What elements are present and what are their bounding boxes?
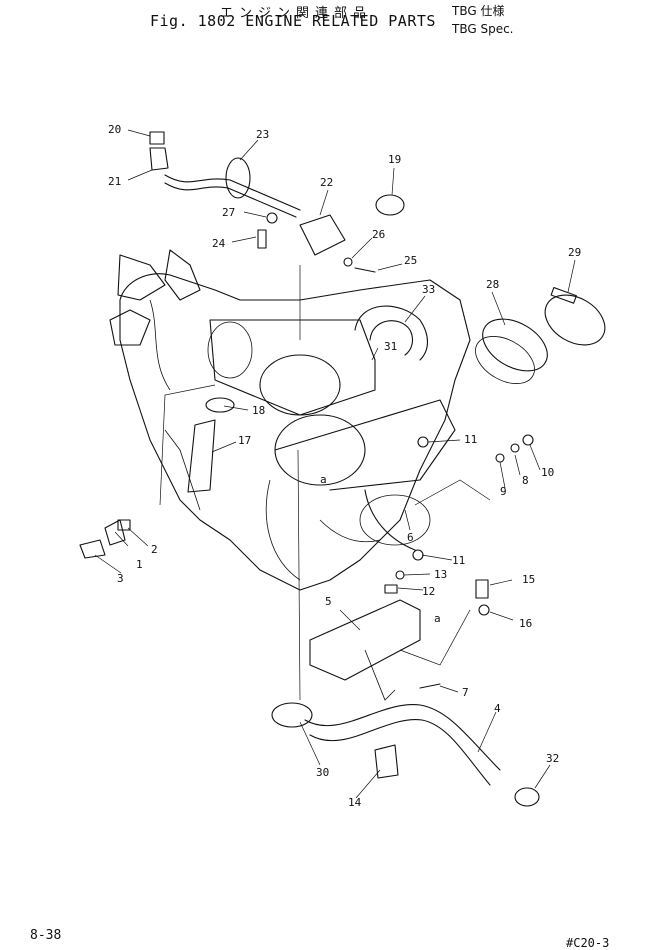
callout-23: 23 (256, 128, 269, 141)
clamp-32 (514, 787, 540, 807)
muffler-lower (274, 399, 456, 546)
callout-12: 12 (422, 585, 435, 598)
callout-11-upper: 11 (464, 433, 477, 446)
callout-3: 3 (117, 572, 124, 585)
callout-21: 21 (108, 175, 121, 188)
callout-32: 32 (546, 752, 559, 765)
nut-10 (522, 434, 534, 446)
callout-7: 7 (462, 686, 469, 699)
callout-22: 22 (320, 176, 333, 189)
bolt-15 (475, 579, 489, 599)
callout-8: 8 (522, 474, 529, 487)
washer-8 (510, 443, 520, 453)
shield-stay (364, 649, 396, 701)
leader-lines (94, 129, 576, 799)
flex-pipe-4-lower (309, 719, 491, 786)
callout-16: 16 (519, 617, 532, 630)
clip-11-upper (417, 436, 429, 448)
callout-14: 14 (348, 796, 362, 809)
callout-2: 2 (151, 543, 158, 556)
pipe-23 (164, 157, 301, 218)
figure-title: Fig. 1802 ENGINE RELATED PARTS (150, 12, 436, 30)
callout-9: 9 (500, 485, 507, 498)
callout-6: 6 (407, 531, 414, 544)
bracket-22 (299, 214, 346, 256)
callouts: 20 21 23 22 19 27 24 26 25 28 29 33 31 1… (108, 123, 581, 809)
washer-9 (495, 453, 505, 463)
elbow-21 (149, 147, 169, 171)
callout-5: 5 (325, 595, 332, 608)
callout-1: 1 (136, 558, 143, 571)
callout-24: 24 (212, 237, 226, 250)
bracket-14 (374, 744, 399, 779)
engine-block (109, 249, 471, 591)
spec-label: TBG 仕様 TBG Spec. (452, 2, 514, 38)
japanese-title: エンジン関連部品 (220, 6, 373, 21)
callout-29: 29 (568, 246, 581, 259)
callout-10: 10 (541, 466, 554, 479)
bolt-12 (384, 584, 398, 594)
spec-japanese: TBG 仕様 (452, 4, 505, 18)
heat-shield-5 (309, 599, 421, 681)
nut-27 (266, 212, 278, 224)
clamp-18 (205, 397, 235, 413)
callout-33: 33 (422, 283, 435, 296)
callout-15: 15 (522, 573, 535, 586)
callout-11-lower: 11 (452, 554, 465, 567)
fitting-20 (149, 131, 165, 145)
callout-a-lower: a (434, 612, 441, 625)
bracket-3 (79, 539, 106, 559)
washer-26 (343, 257, 353, 267)
sensor-19 (375, 194, 405, 216)
band-6 (364, 489, 416, 551)
bolt-25 (354, 267, 376, 273)
flex-hose-33 (354, 305, 429, 361)
spec-english: TBG Spec. (452, 22, 514, 36)
callout-a-upper: a (320, 473, 327, 486)
flange-30 (271, 702, 313, 728)
bolt-7 (419, 683, 441, 689)
drawing-reference: #C20-3 (566, 936, 610, 950)
muffler-upper (207, 319, 376, 416)
callout-13: 13 (434, 568, 447, 581)
callout-18: 18 (252, 404, 265, 417)
page-number: 8-38 (30, 928, 62, 943)
callout-25: 25 (404, 254, 417, 267)
callout-20: 20 (108, 123, 121, 136)
washer-13 (395, 570, 405, 580)
washer-16 (478, 604, 490, 616)
callout-17: 17 (238, 434, 251, 447)
tube-17 (187, 419, 216, 493)
callout-4: 4 (494, 702, 501, 715)
clip-11-lower (412, 549, 424, 561)
ring-28 (475, 318, 548, 384)
nut-2 (117, 519, 131, 531)
callout-28: 28 (486, 278, 499, 291)
flex-pipe-4 (304, 704, 501, 771)
callout-19: 19 (388, 153, 401, 166)
clamp-29 (544, 286, 606, 346)
bracket-1 (104, 519, 126, 546)
callout-27: 27 (222, 206, 235, 219)
callout-30: 30 (316, 766, 329, 779)
bolt-24 (257, 229, 267, 249)
callout-26: 26 (372, 228, 385, 241)
callout-31: 31 (384, 340, 397, 353)
